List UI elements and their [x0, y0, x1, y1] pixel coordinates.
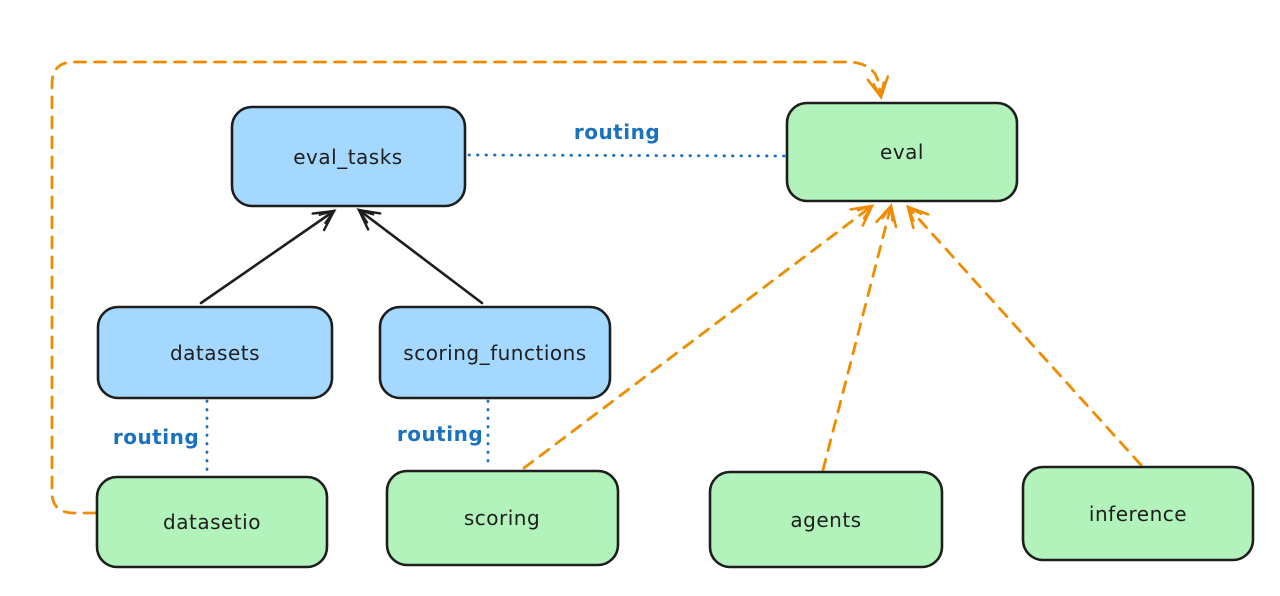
node-scoring-box — [385, 469, 620, 567]
node-inference-label: inference — [1089, 502, 1187, 526]
node-eval-label: eval — [880, 140, 924, 164]
node-eval-box — [785, 101, 1019, 203]
edge-datasetio-to-eval — [50, 60, 881, 515]
node-eval: eval — [785, 101, 1019, 203]
node-scoring: scoring — [385, 469, 620, 567]
node-agents: agents — [708, 470, 944, 569]
node-datasetio: datasetio — [95, 475, 329, 569]
node-inference: inference — [1021, 465, 1255, 562]
edge-datasets-to-eval-tasks — [199, 211, 334, 305]
node-datasets-label: datasets — [170, 341, 260, 365]
edge-scoring-functions-to-eval-tasks — [359, 210, 484, 305]
node-agents-label: agents — [790, 508, 861, 532]
node-inference-box — [1021, 465, 1255, 562]
edge-eval-tasks-to-eval-routing — [467, 153, 786, 158]
node-agents-box — [708, 470, 944, 569]
routing-label-eval-tasks-eval: routing — [574, 120, 660, 144]
node-datasets-box — [96, 305, 334, 400]
node-scoring-functions-box — [378, 305, 612, 400]
node-datasetio-box — [95, 475, 329, 569]
edge-scoring-to-eval — [522, 206, 872, 470]
node-datasets: datasets — [96, 305, 334, 400]
routing-label-datasets-datasetio: routing — [113, 425, 199, 449]
routing-label-scoring-functions-scoring: routing — [397, 422, 483, 446]
edge-inference-to-eval — [908, 207, 1143, 467]
edge-agents-to-eval — [821, 206, 891, 472]
node-eval-tasks: eval_tasks — [230, 105, 467, 208]
node-scoring-label: scoring — [464, 506, 540, 530]
node-datasetio-label: datasetio — [163, 510, 261, 534]
node-eval-tasks-box — [230, 105, 467, 208]
node-eval-tasks-label: eval_tasks — [293, 145, 402, 169]
node-scoring-functions-label: scoring_functions — [403, 341, 586, 365]
node-scoring-functions: scoring_functions — [378, 305, 612, 400]
